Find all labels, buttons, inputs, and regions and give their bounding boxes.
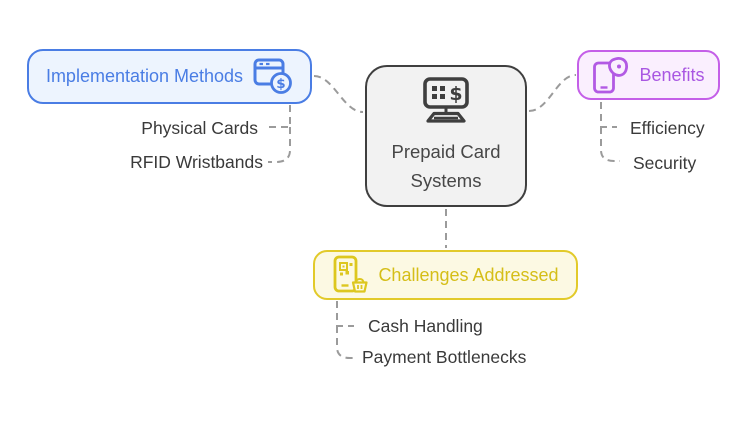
leaf-payment-bottlenecks[interactable]: Payment Bottlenecks <box>362 347 527 367</box>
connector-implementation-to-rfid-wristbands <box>268 127 291 163</box>
leaf-physical-cards[interactable]: Physical Cards <box>141 118 258 138</box>
branch-label-benefits: Benefits <box>639 64 705 85</box>
leaf-security[interactable]: Security <box>633 153 697 173</box>
leaf-cash-handling[interactable]: Cash Handling <box>368 316 483 336</box>
svg-text:$: $ <box>276 76 285 92</box>
cash-register-icon: $ <box>421 77 471 134</box>
connector-benefits-to-efficiency <box>600 102 617 128</box>
connector-implementation-to-physical-cards <box>264 105 291 128</box>
branch-label-challenges-addressed: Challenges Addressed <box>378 264 559 285</box>
connector-center-to-implementation <box>313 75 364 113</box>
center-label-line2: Systems <box>410 169 482 191</box>
connector-benefits-to-security <box>600 127 620 162</box>
connector-center-to-benefits <box>528 74 577 112</box>
center-node-label: Prepaid Card Systems <box>391 138 500 195</box>
branch-label-implementation-methods: Implementation Methods <box>45 66 244 86</box>
connector-challenges-to-payment-bottlenecks <box>336 326 357 359</box>
browser-payment-icon: $ <box>253 58 293 95</box>
branch-node-benefits[interactable]: Benefits <box>577 50 720 100</box>
branch-node-implementation-methods[interactable]: Implementation Methods $ <box>27 49 312 104</box>
phone-leaf-icon <box>592 56 629 95</box>
phone-qr-basket-icon <box>332 255 369 295</box>
svg-text:$: $ <box>449 83 462 105</box>
center-node-prepaid-card-systems[interactable]: $ Prepaid Card Systems <box>365 65 527 207</box>
branch-node-challenges-addressed[interactable]: Challenges Addressed <box>313 250 578 300</box>
leaf-rfid-wristbands[interactable]: RFID Wristbands <box>130 152 263 172</box>
leaf-efficiency[interactable]: Efficiency <box>630 118 705 138</box>
center-label-line1: Prepaid Card <box>391 140 501 162</box>
connector-challenges-to-cash-handling <box>336 301 354 327</box>
